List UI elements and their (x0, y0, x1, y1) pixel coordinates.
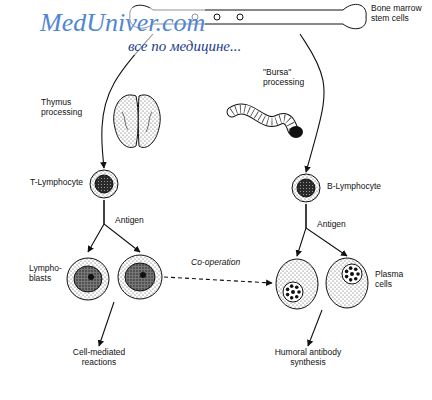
cell-nucleus (95, 175, 113, 193)
chromatin-dot (290, 284, 294, 288)
t-lymphocyte-cell: T-Lymphocyte (88, 168, 120, 200)
node-shape (272, 256, 372, 310)
watermark: все по медицине... (128, 38, 241, 55)
connector (297, 204, 347, 256)
edge-label: Antigen (114, 216, 145, 226)
node-shape (290, 172, 322, 204)
chromatin-dot (350, 272, 354, 276)
connector (88, 200, 140, 252)
connector-line (306, 204, 347, 256)
cell-nucleus (283, 282, 303, 302)
nucleolus (88, 274, 94, 280)
node-label: B-Lymphocyte (326, 182, 382, 192)
connector (300, 34, 324, 172)
node-label: Lympho- blasts (28, 264, 62, 284)
nucleolus (140, 272, 146, 278)
thymus-illustration (114, 95, 161, 148)
result-text-node: Cell-mediated reactions (60, 346, 138, 370)
connector-line (99, 302, 114, 346)
chromatin-dot (354, 277, 358, 281)
node-label: Cell-mediated reactions (60, 346, 138, 370)
watermark: MedUniver.com (40, 8, 205, 38)
plasma-cell-group: Plasma cells (272, 256, 372, 310)
connector (164, 277, 272, 283)
cell-membrane (90, 170, 118, 198)
lymphoblast-cell (67, 258, 109, 300)
edge-label: Antigen (316, 220, 347, 230)
chromatin-dot (349, 278, 353, 282)
plasma-cell (276, 259, 318, 309)
node-label: Bone marrow stem cells (370, 4, 428, 24)
cell-membrane (292, 174, 320, 202)
chromatin-dot (295, 295, 299, 299)
b-lymphocyte-cell: B-Lymphocyte (290, 172, 322, 204)
bone-hole (214, 14, 220, 20)
bone-hole (237, 14, 243, 20)
edge-label: "Bursa" processing (262, 68, 310, 88)
connector-line (88, 200, 104, 252)
connector-line (308, 310, 322, 346)
chromatin-dot (297, 290, 301, 294)
chromatin-dot (345, 275, 349, 279)
node-label: T-Lymphocyte (29, 178, 84, 188)
cell-nucleus (74, 266, 102, 292)
cell-nucleus (342, 264, 362, 284)
result-text-node: Humoral antibody synthesis (258, 346, 358, 370)
chromatin-dot (349, 266, 353, 270)
edge-label: Thymus processing (40, 98, 92, 118)
connector-line (297, 204, 306, 256)
cell-nucleus (125, 263, 155, 291)
connector (99, 302, 114, 346)
connector-line (104, 200, 140, 252)
node-shape (64, 252, 164, 302)
chromatin-dot (290, 296, 294, 300)
lymphoblast-group: Lympho- blasts (64, 252, 164, 302)
connector-line (164, 277, 272, 283)
node-label: Plasma cells (374, 270, 410, 290)
chromatin-dot (356, 272, 360, 276)
chromatin-dot (345, 270, 349, 274)
lymphoblast-cell (118, 255, 162, 299)
connector (308, 310, 322, 346)
chromatin-dot (291, 290, 295, 294)
plasma-cell (326, 258, 368, 308)
node-shape (88, 168, 120, 200)
bursa-illustration (232, 109, 303, 138)
node-label: Humoral antibody synthesis (258, 346, 358, 370)
chromatin-dot (354, 268, 358, 272)
chromatin-dot (286, 293, 290, 297)
edge-label: Co-operation (190, 258, 241, 268)
cell-nucleus (297, 179, 315, 197)
connector-line (300, 34, 324, 172)
chromatin-dot (286, 288, 290, 292)
chromatin-dot (295, 286, 299, 290)
